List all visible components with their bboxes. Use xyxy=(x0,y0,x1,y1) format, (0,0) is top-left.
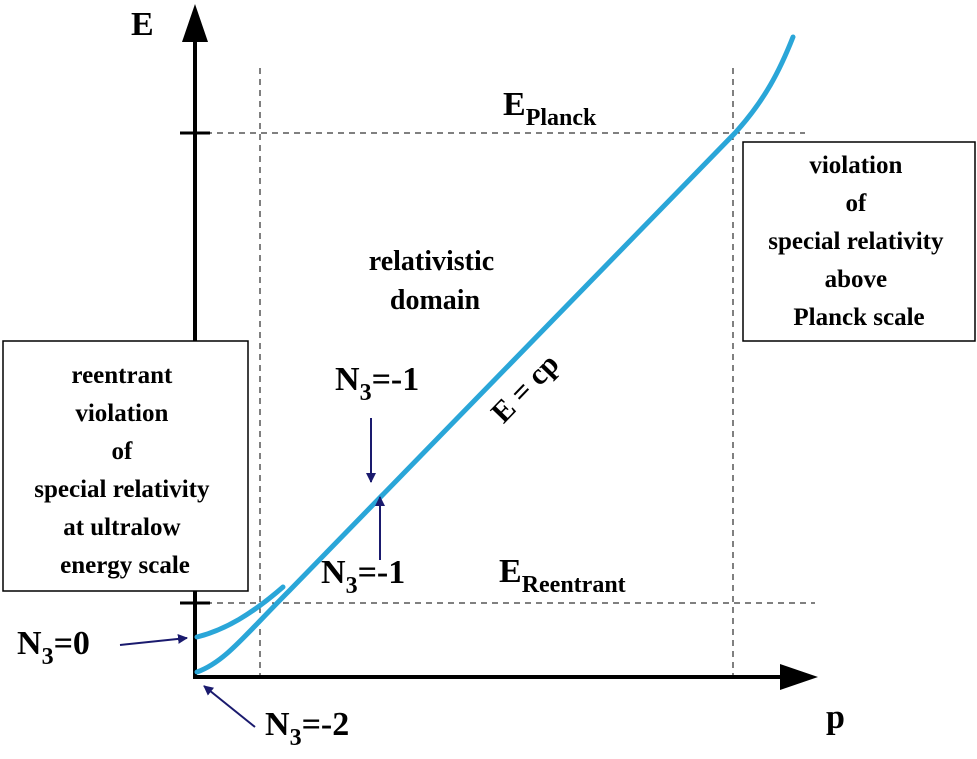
n3-zero-arrow xyxy=(119,633,188,646)
y-axis-arrowhead xyxy=(182,4,208,42)
planck-level-label: EPlanck xyxy=(503,86,597,131)
line-equation-label: E = cp xyxy=(485,347,566,429)
y-axis-label: E xyxy=(131,6,154,43)
right-box-text: violation of special relativity above Pl… xyxy=(768,152,949,331)
relativistic-domain-label: relativistic domain xyxy=(369,246,501,316)
x-axis-label: p xyxy=(826,699,845,736)
n3-zero-curve xyxy=(194,584,286,640)
n3-minus2-arrow xyxy=(203,685,256,728)
left-violation-box xyxy=(2,340,249,592)
n3-lower-label: N3=-1 xyxy=(321,554,405,599)
x-axis-arrowhead xyxy=(780,664,818,690)
reentrant-level-label: EReentrant xyxy=(499,553,626,598)
n3-minus2-label: N3=-2 xyxy=(265,706,349,751)
n3-upper-label: N3=-1 xyxy=(335,361,419,406)
right-violation-box xyxy=(742,141,976,342)
n3-zero-label: N3=0 xyxy=(17,625,90,670)
main-dispersion-curve xyxy=(194,34,796,675)
left-box-text: reentrant violation of special relativit… xyxy=(34,362,215,579)
